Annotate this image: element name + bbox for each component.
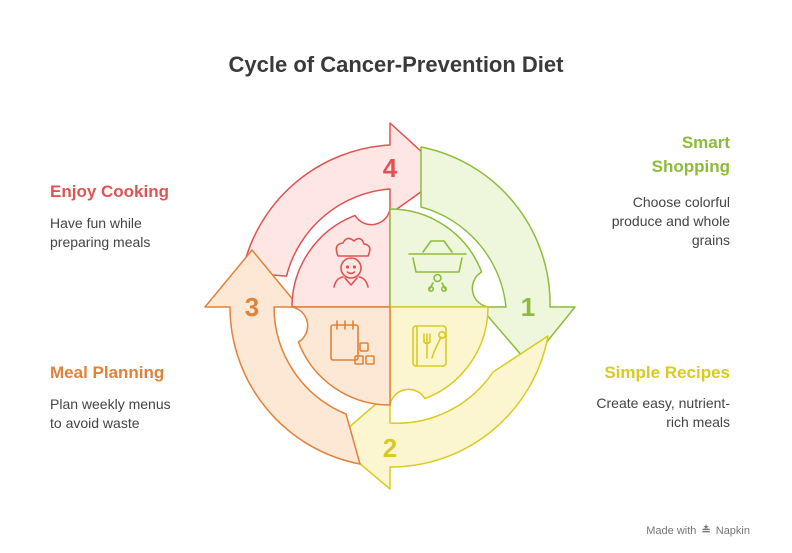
label-enjoy-cooking-desc: Have fun while preparing meals [50,214,150,252]
step-number-2: 2 [383,433,397,463]
arrow-step-2 [332,335,549,490]
quadrant-bottom-left [291,306,391,406]
napkin-logo-icon: ≛ [701,525,711,537]
desc-line: Create easy, nutrient- [596,395,730,411]
step-number-4: 4 [383,153,398,183]
step-number-1: 1 [521,292,535,322]
title-line: Simple Recipes [604,363,730,382]
arrow-step-4 [241,122,447,277]
label-enjoy-cooking-title: Enjoy Cooking [50,180,169,204]
label-meal-planning-desc: Plan weekly menus to avoid waste [50,395,171,433]
quadrant-bottom-right [389,306,489,406]
label-smart-shopping-desc: Choose colorful produce and whole grains [612,193,730,250]
chef-icon [333,237,371,288]
desc-line: to avoid waste [50,415,140,431]
desc-line: produce and whole [611,213,730,229]
recipe-book-icon [412,325,447,367]
calendar-planner-icon [330,320,375,365]
diagram-title: Cycle of Cancer-Prevention Diet [228,52,564,77]
title-line: Meal Planning [50,363,165,382]
title-line: Smart [681,133,730,152]
napkin-brand-text: Napkin [715,525,750,537]
quadrant-top-left [291,208,391,308]
desc-line: grains [691,232,730,248]
desc-line: Choose colorful [632,194,730,210]
made-with-text: Made with [646,525,697,537]
made-with-napkin-badge[interactable]: Made with ≛ Napkin [646,524,750,537]
shopping-basket-icon [408,240,467,292]
quadrant-top-right [389,208,489,308]
label-simple-recipes-desc: Create easy, nutrient- rich meals [596,394,730,432]
desc-line: Plan weekly menus [50,396,171,412]
label-simple-recipes-title: Simple Recipes [604,361,730,385]
step-number-3: 3 [245,292,259,322]
label-meal-planning-title: Meal Planning [50,361,164,385]
desc-line: preparing meals [50,234,151,250]
desc-line: Have fun while [50,215,142,231]
title-line: Enjoy Cooking [50,182,169,201]
desc-line: rich meals [666,414,730,430]
label-smart-shopping-title: Smart Shopping [652,131,730,179]
title-line: Shopping [651,157,730,176]
arrow-step-1 [420,146,576,365]
arrow-step-3 [204,249,361,465]
